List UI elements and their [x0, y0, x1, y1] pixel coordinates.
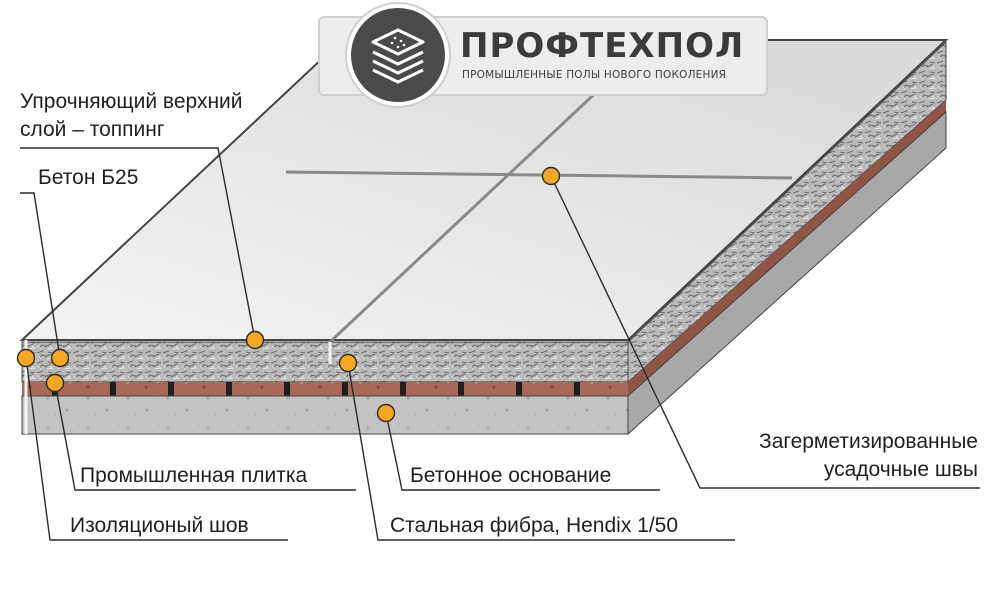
label-topping: Упрочняющий верхний слой – топпинг — [20, 88, 243, 144]
label-topping-line1: Упрочняющий верхний — [20, 90, 243, 113]
label-tile: Промышленная плитка — [80, 464, 308, 487]
label-sealed-joints-line1: Загерметизированные — [759, 430, 978, 453]
brand-name: ПРОФТЕХПОЛ — [460, 26, 745, 66]
label-base: Бетонное основание — [410, 464, 612, 487]
label-sealed-joints: Загерметизированные усадочные швы — [759, 428, 978, 484]
marker-tile — [45, 373, 65, 393]
marker-fiber — [338, 353, 358, 373]
label-concrete: Бетон Б25 — [38, 166, 139, 189]
marker-sealed-joint — [541, 166, 561, 186]
marker-isolation — [16, 348, 36, 368]
label-sealed-joints-line2: усадочные швы — [823, 458, 978, 481]
marker-base — [376, 403, 396, 423]
marker-concrete — [50, 348, 70, 368]
label-fiber: Стальная фибра, Hendix 1/50 — [390, 514, 679, 537]
brand-tagline: ПРОМЫШЛЕННЫЕ ПОЛЫ НОВОГО ПОКОЛЕНИЯ — [462, 69, 727, 81]
label-topping-line2: слой – топпинг — [20, 118, 165, 141]
logo-emblem — [347, 4, 449, 106]
marker-topping — [245, 330, 265, 350]
layered-floor-icon — [371, 28, 425, 84]
label-isolation-joint: Изоляционый шов — [70, 514, 249, 537]
